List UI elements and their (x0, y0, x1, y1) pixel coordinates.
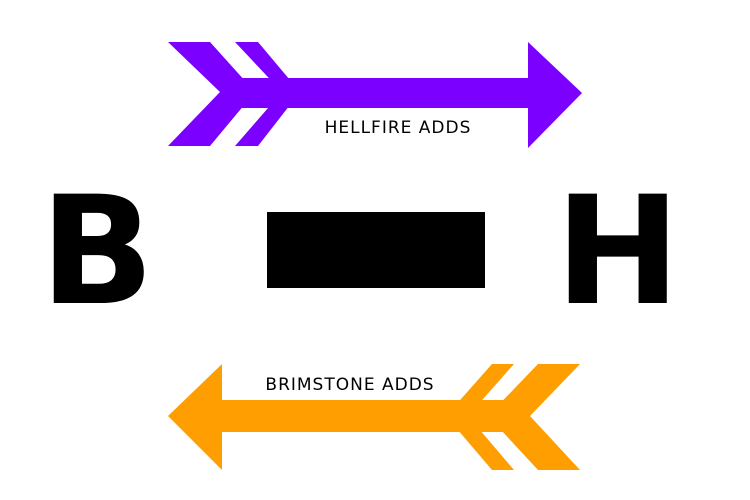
hellfire-arrow-label: HELLFIRE ADDS (325, 118, 472, 138)
letter-h: H (555, 165, 681, 339)
brimstone-arrow-label: BRIMSTONE ADDS (265, 375, 434, 395)
brimstone-arrow-fletching-outer (488, 364, 580, 470)
brimstone-arrow-fletching-inner (446, 364, 514, 470)
brimstone-arrow-shaft-head (168, 364, 510, 470)
hellfire-arrow-shaft-head (240, 42, 582, 148)
hellfire-arrow-fletching-outer (168, 42, 255, 146)
letter-b: B (40, 165, 154, 339)
hellfire-arrow: HELLFIRE ADDS (168, 42, 582, 148)
brimstone-arrow: BRIMSTONE ADDS (168, 364, 580, 470)
center-block (267, 212, 485, 288)
